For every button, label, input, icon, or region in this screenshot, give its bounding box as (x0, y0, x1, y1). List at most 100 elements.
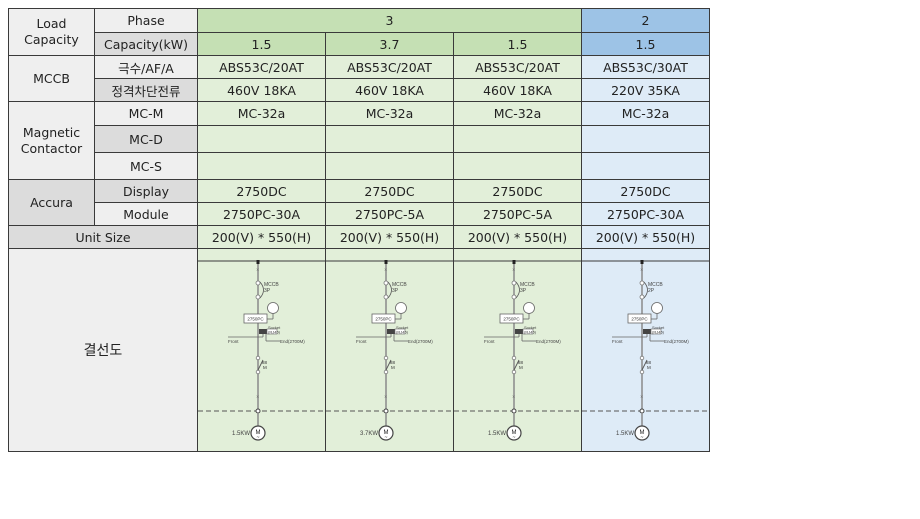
mc-m-cell: MC-32a (453, 101, 582, 126)
phase-3-header: 3 (197, 8, 582, 33)
socket-label: Socket (268, 325, 281, 330)
breaker-arc-icon (259, 281, 264, 299)
breaker-poles-label: 3P (264, 288, 271, 294)
end-label: End(2700M) (408, 339, 433, 344)
mccb-type-cell: ABS53C/20AT (197, 55, 326, 79)
label-mc-s: MC-S (94, 152, 198, 180)
meter-box (243, 313, 268, 324)
contactor-sub-label: M (391, 365, 395, 370)
breaker-arc-icon (643, 281, 648, 299)
boundary-terminal (639, 408, 645, 414)
motor-wave-icon: ~ (384, 435, 387, 440)
motor-label: M (512, 430, 517, 436)
motor-label: M (640, 430, 645, 436)
terminal-mark-icon: × (384, 394, 387, 399)
rj45-box (522, 328, 534, 335)
label-wiring-diagram: 결선도 (8, 248, 198, 452)
module-cell: 2750PC-5A (453, 202, 582, 226)
label-rated-breaking: 정격차단전류 (94, 78, 198, 102)
rj45-label: (RJ45) (524, 330, 537, 335)
mc-m-cell: MC-32a (197, 101, 326, 126)
breaker-arc-icon (387, 281, 392, 299)
contactor-top-terminal (511, 355, 517, 361)
mccb-rating-cell: 460V 18KA (197, 78, 326, 102)
contactor-switch-icon (385, 359, 392, 371)
capacity-cell: 1.5 (197, 32, 326, 56)
rj45-label: (RJ45) (268, 330, 281, 335)
label-unit-size: Unit Size (8, 225, 198, 249)
motor-icon (378, 425, 394, 441)
socket-block-icon (387, 329, 395, 334)
meter-label: 2750PC (375, 317, 392, 322)
breaker-poles-label: 3P (520, 288, 527, 294)
socket-block-icon (515, 329, 523, 334)
motor-icon (634, 425, 650, 441)
mc-d-cell (453, 125, 582, 153)
mc-s-cell (453, 152, 582, 180)
capacity-cell: 1.5 (581, 32, 710, 56)
contactor-top-terminal (639, 355, 645, 361)
breaker-bottom-terminal (511, 294, 517, 300)
rj45-label: (RJ45) (652, 330, 665, 335)
rj45-box (266, 328, 278, 335)
phase-2-header: 2 (581, 8, 710, 33)
mc-m-cell: MC-32a (325, 101, 454, 126)
breaker-label: MCCB (520, 282, 535, 288)
label-module: Module (94, 202, 198, 226)
rj45-label: (RJ45) (396, 330, 409, 335)
unit-size-cell: 200(V) * 550(H) (197, 225, 326, 249)
breaker-top-terminal (255, 280, 261, 286)
label-accura: Accura (8, 179, 95, 226)
row-mc-d: MC-D (9, 125, 710, 153)
label-mc-d: MC-D (94, 125, 198, 153)
row-display: Accura Display 2750DC 2750DC 2750DC 2750… (8, 179, 710, 226)
mccb-type-cell: ABS53C/20AT (453, 55, 582, 79)
contactor-top-terminal (383, 355, 389, 361)
end-label: End(2700M) (280, 339, 305, 344)
breaker-bottom-terminal (255, 294, 261, 300)
meter-box (627, 313, 652, 324)
breaker-top-terminal (639, 280, 645, 286)
contactor-switch-icon (513, 359, 520, 371)
motor-kw-label: 1.5KW (232, 431, 250, 437)
label-poles-af-a: 극수/AF/A (94, 55, 198, 79)
contactor-bottom-terminal (639, 369, 645, 375)
contactor-top-terminal (255, 355, 261, 361)
contactor-label: 88 (390, 360, 396, 365)
contactor-sub-label: M (263, 365, 267, 370)
label-display: Display (94, 179, 198, 203)
mccb-type-cell: ABS53C/30AT (581, 55, 710, 79)
socket-block-icon (259, 329, 267, 334)
module-cell: 2750PC-5A (325, 202, 454, 226)
fuse-mark-icon: × (512, 267, 515, 272)
breaker-poles-label: 2P (648, 288, 655, 294)
unit-size-cell: 200(V) * 550(H) (325, 225, 454, 249)
unit-size-cell: 200(V) * 550(H) (453, 225, 582, 249)
mc-d-cell (197, 125, 326, 153)
breaker-arc-icon (515, 281, 520, 299)
row-mc-m: Magnetic Contactor MC-M MC-32a MC-32a MC… (8, 101, 710, 180)
breaker-label: MCCB (648, 282, 663, 288)
mccb-rating-cell: 220V 35KA (581, 78, 710, 102)
display-cell: 2750DC (581, 179, 710, 203)
end-label: End(2700M) (536, 339, 561, 344)
breaker-bottom-terminal (639, 294, 645, 300)
motor-wave-icon: ~ (256, 435, 259, 440)
mc-s-cell (581, 152, 710, 180)
meter-label: 2750PC (631, 317, 648, 322)
motor-wave-icon: ~ (512, 435, 515, 440)
end-label: End(2700M) (664, 339, 689, 344)
meter-box (499, 313, 524, 324)
bus-tap-icon (512, 260, 516, 264)
contactor-label: 88 (262, 360, 268, 365)
ct-icon (651, 302, 663, 314)
bus-tap-icon (640, 260, 644, 264)
ct-icon (523, 302, 535, 314)
contactor-switch-icon (257, 359, 264, 371)
mc-s-cell (325, 152, 454, 180)
